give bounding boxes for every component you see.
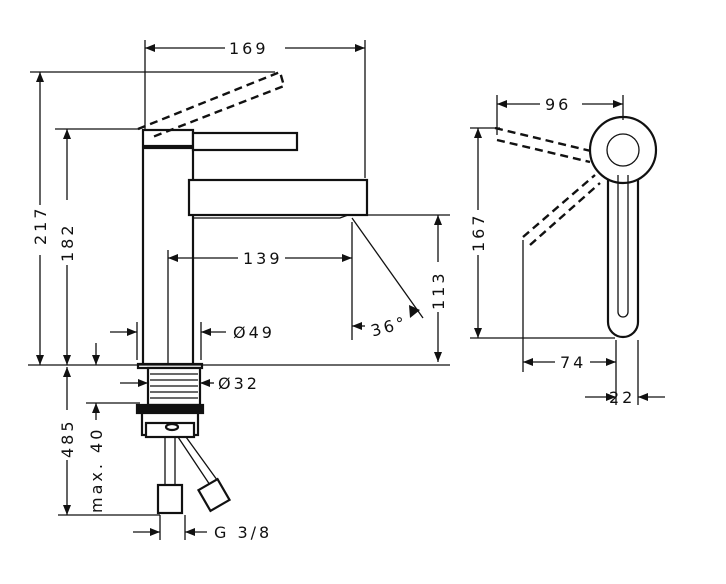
dim-182-label: 182 — [58, 222, 77, 262]
dim-74-label: 74 — [560, 353, 586, 372]
dim-167-label: 167 — [469, 212, 488, 252]
dim-22-label: 22 — [609, 388, 635, 407]
dim-169-label: 169 — [229, 39, 269, 58]
dim-217-label: 217 — [31, 205, 50, 245]
dim-113-label: 113 — [429, 270, 448, 310]
dim-96-label: 96 — [545, 95, 571, 114]
connection-g38-label: G 3/8 — [214, 523, 272, 542]
dim-139-label: 139 — [243, 249, 283, 268]
dim-d32-label: Ø32 — [218, 374, 260, 393]
dim-max40-label: max. 40 — [87, 427, 106, 513]
faucet-side-view — [494, 115, 658, 339]
shank-and-hoses — [135, 366, 232, 515]
dim-485-label: 485 — [58, 418, 77, 458]
angle-36-label: 36° — [369, 312, 410, 340]
faucet-front-view — [136, 70, 369, 370]
side-dimension-lines — [470, 95, 665, 405]
dimension-lines — [28, 40, 450, 540]
dim-d49-label: Ø49 — [233, 323, 275, 342]
